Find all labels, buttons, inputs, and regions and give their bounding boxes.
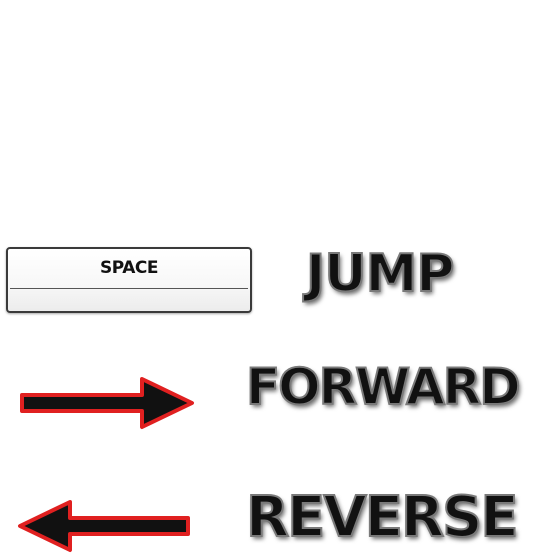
forward-label: FORWARD: [245, 358, 522, 416]
left-arrow-icon: [18, 500, 190, 552]
space-key-label: SPACE: [100, 258, 158, 278]
key-divider: [10, 288, 248, 289]
right-arrow-icon: [20, 377, 194, 429]
reverse-label: REVERSE: [245, 485, 520, 550]
space-key: SPACE: [6, 247, 252, 313]
jump-label: JUMP: [305, 244, 455, 304]
